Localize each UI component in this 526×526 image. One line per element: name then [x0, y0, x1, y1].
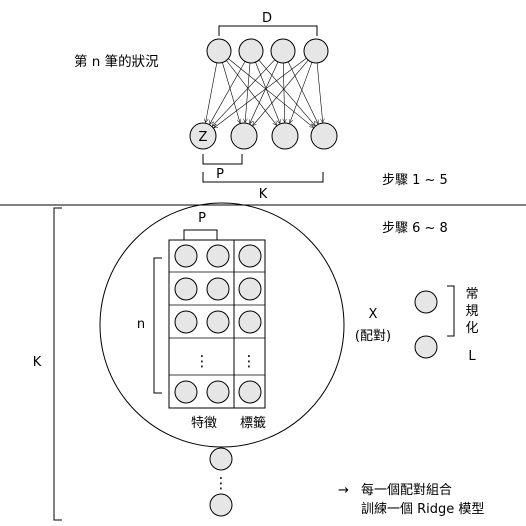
pair-node: [209, 493, 233, 517]
network-connections: [206, 57, 323, 128]
k-bracket-top: [202, 172, 324, 183]
label-cell: [238, 244, 262, 268]
connection-edge: [287, 61, 318, 124]
regularization-bracket: [447, 285, 455, 337]
steps-bottom: 步驟 6 ~ 8: [382, 221, 448, 236]
x-label: X: [369, 307, 378, 322]
note-line-1: 每一個配對組合: [361, 482, 452, 498]
input-layer: [206, 38, 329, 64]
connection-edge: [255, 61, 280, 123]
connection-edge: [213, 59, 276, 126]
grid-ellipsis-features: ⋮: [195, 352, 210, 370]
connection-edge: [210, 61, 246, 123]
feature-cell: [174, 310, 198, 334]
pair-circle: [99, 202, 345, 448]
p-bracket-top: [202, 154, 243, 165]
label-n: n: [137, 317, 145, 332]
grid-ellipsis-labels: ⋮: [242, 352, 257, 370]
pair-ellipsis: ⋮: [214, 474, 229, 492]
feature-cell: [206, 277, 230, 301]
output-node: [310, 122, 338, 150]
connection-edge: [245, 62, 251, 122]
connection-edge: [258, 59, 315, 125]
output-node-z: [189, 122, 217, 150]
label-k-left: K: [33, 355, 42, 370]
input-node: [270, 38, 296, 64]
label-d: D: [262, 11, 272, 26]
connection-edge: [214, 57, 307, 127]
connection-edge: [250, 61, 279, 123]
feature-cell: [174, 277, 198, 301]
n-bracket: [153, 257, 162, 394]
steps-top: 步驟 1 ~ 5: [382, 173, 448, 188]
feature-cell: [174, 244, 198, 268]
label-p-top: P: [216, 167, 224, 182]
d-bracket: [218, 25, 318, 36]
output-node: [271, 122, 299, 150]
connection-edge: [226, 60, 276, 125]
grid-outline: [168, 239, 266, 409]
output-layer: [189, 122, 338, 150]
regularization-node: [414, 335, 438, 359]
regularize-char-1: 常: [465, 287, 478, 302]
feature-cell: [206, 310, 230, 334]
features-label: 特徵: [191, 416, 217, 431]
grid-cells: [174, 244, 262, 404]
node-z-label: Z: [199, 130, 208, 145]
label-cell: [238, 277, 262, 301]
label-cell: [238, 380, 262, 404]
input-node: [206, 38, 232, 64]
connection-edge: [206, 62, 218, 122]
data-grid: [168, 239, 266, 409]
input-node: [303, 38, 329, 64]
connection-edge: [253, 60, 309, 125]
top-title: 第 n 筆的狀況: [74, 53, 159, 70]
input-node: [238, 38, 264, 64]
regularize-char-2: 規: [465, 304, 478, 319]
connection-edge: [228, 58, 313, 128]
regularization-node: [414, 290, 438, 314]
pair-node: [209, 447, 233, 471]
connection-edge: [316, 62, 323, 122]
label-l: L: [468, 349, 476, 364]
output-node: [230, 122, 258, 150]
labels-label: 標籤: [240, 416, 266, 431]
note-arrow: →: [338, 483, 349, 498]
label-k-top: K: [259, 187, 268, 202]
connection-edge: [283, 62, 284, 122]
feature-cell: [174, 380, 198, 404]
pair-label: (配對): [355, 329, 391, 344]
k-bracket-left: [53, 207, 62, 521]
label-cell: [238, 310, 262, 334]
feature-cell: [206, 380, 230, 404]
feature-cell: [206, 244, 230, 268]
p-bracket-bottom: [183, 229, 218, 240]
connection-edge: [222, 62, 240, 123]
label-p-bottom: P: [198, 211, 206, 226]
note-line-2: 訓練一個 Ridge 模型: [361, 501, 484, 517]
regularize-char-3: 化: [465, 321, 478, 336]
connection-edge: [290, 62, 313, 123]
